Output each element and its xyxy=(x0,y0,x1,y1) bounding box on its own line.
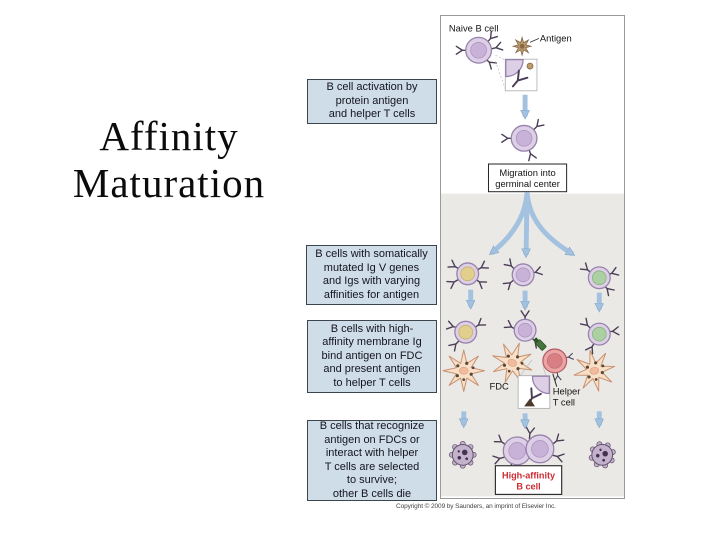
migration-label-line1: Migration into xyxy=(499,167,555,178)
helper-t-pointer-line xyxy=(552,373,558,387)
branch-arrows xyxy=(491,192,572,255)
step-box-somatic-mutation: B cells with somatically mutated Ig V ge… xyxy=(306,245,437,305)
fdc-label: FDC xyxy=(489,381,508,392)
high-affinity-candidate-green xyxy=(579,317,620,355)
receptor-inset-1 xyxy=(495,54,538,92)
step-box-activation: B cell activation by protein antigen and… xyxy=(307,79,437,124)
diagram-svg: Naive B cell Antigen xyxy=(441,22,624,497)
mutated-b-cell-yellow xyxy=(446,259,490,290)
activated-b-cell xyxy=(501,118,545,162)
fdc-left xyxy=(442,349,486,393)
step-text: B cell activation by protein antigen and… xyxy=(326,81,418,121)
helper-t-label-line1: Helper xyxy=(553,385,581,396)
helper-t-label-line2: T cell xyxy=(553,396,575,407)
high-affinity-label-line2: B cell xyxy=(516,481,540,491)
migration-label-line2: germinal center xyxy=(495,178,560,189)
mutated-b-cell-green xyxy=(579,262,620,297)
receptor-inset-2 xyxy=(517,359,551,409)
migration-box: Migration into germinal center xyxy=(487,163,568,193)
step-text: B cells with somatically mutated Ig V ge… xyxy=(315,248,428,301)
antigen-label: Antigen xyxy=(540,32,572,43)
naive-b-cell xyxy=(455,30,504,70)
title-line-1: Affinity xyxy=(99,113,239,159)
step-box-high-affinity-binding: B cells with high- affinity membrane Ig … xyxy=(307,320,437,393)
apoptotic-b-cell-left xyxy=(448,440,477,469)
page-title: Affinity Maturation xyxy=(40,113,298,207)
high-affinity-label-line1: High-affinity xyxy=(502,471,556,481)
high-affinity-candidate-purple xyxy=(503,310,543,349)
step-text: B cells that recognize antigen on FDCs o… xyxy=(319,420,425,500)
title-line-2: Maturation xyxy=(72,160,266,206)
high-affinity-box: High-affinity B cell xyxy=(494,465,563,495)
antigen-bridge xyxy=(533,337,547,351)
diagram-panel: Naive B cell Antigen xyxy=(440,15,625,499)
mutated-b-cell-purple xyxy=(502,258,543,291)
naive-b-cell-label: Naive B cell xyxy=(449,22,499,33)
step-box-selection: B cells that recognize antigen on FDCs o… xyxy=(307,420,437,501)
high-affinity-candidate-yellow xyxy=(445,317,487,352)
antigen-icon xyxy=(511,35,533,57)
step-text: B cells with high- affinity membrane Ig … xyxy=(321,322,423,389)
helper-t-cell xyxy=(542,348,574,381)
high-affinity-b-cell-dividing xyxy=(492,426,565,475)
copyright-text: Copyright © 2009 by Saunders, an imprint… xyxy=(396,503,556,510)
antigen-pointer-line xyxy=(529,38,540,43)
